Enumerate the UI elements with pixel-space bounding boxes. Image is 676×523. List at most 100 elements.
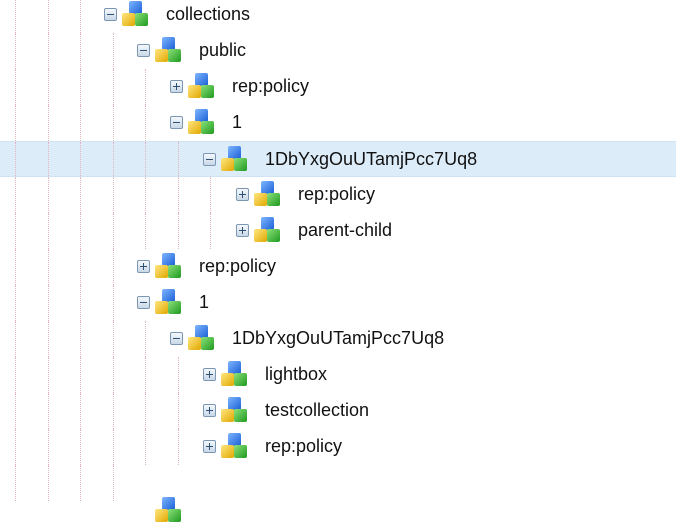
node-label[interactable]: parent-child [298, 220, 393, 240]
node-label[interactable]: 1DbYxgOuUTamjPcc7Uq8 [232, 328, 445, 348]
node-cubes-icon [121, 1, 149, 27]
node-label[interactable]: rep:policy [199, 256, 277, 276]
tree-node[interactable] [0, 465, 676, 522]
tree-guide-line [112, 105, 114, 141]
tree-guide-line [80, 177, 81, 213]
tree-guide-line [112, 357, 114, 393]
tree-guide-line [15, 429, 16, 465]
tree-guide-line [15, 465, 16, 501]
tree-guide-line [145, 321, 146, 357]
tree-guide-line [47, 357, 49, 393]
tree-guide-line [15, 0, 16, 33]
node-cubes-icon [220, 146, 248, 172]
tree-node[interactable]: 1DbYxgOuUTamjPcc7Uq8 [0, 321, 676, 357]
tree-guide-line [47, 142, 49, 178]
tree-guide-line [80, 142, 81, 178]
expand-toggle-icon[interactable] [170, 80, 183, 93]
collapse-toggle-icon[interactable] [203, 153, 216, 166]
tree-guide-line [47, 249, 49, 285]
tree-node[interactable]: 1 [0, 105, 676, 141]
tree-guide-line [112, 33, 114, 69]
expand-toggle-icon[interactable] [137, 260, 150, 273]
expand-toggle-icon[interactable] [203, 440, 216, 453]
tree-guide-line [177, 213, 179, 249]
tree-node[interactable]: collections [0, 0, 676, 33]
collapse-toggle-icon[interactable] [170, 116, 183, 129]
tree-guide-line [112, 69, 114, 105]
tree-guide-line [145, 177, 146, 213]
node-cubes-icon [154, 289, 182, 315]
tree-node[interactable]: 1 [0, 285, 676, 321]
tree-guide-line [15, 357, 16, 393]
collapse-toggle-icon[interactable] [104, 8, 117, 21]
tree-guide-line [145, 357, 146, 393]
tree-node[interactable]: rep:policy [0, 429, 676, 465]
tree-node[interactable]: rep:policy [0, 69, 676, 105]
node-label[interactable]: 1 [232, 112, 243, 132]
collapse-toggle-icon[interactable] [137, 296, 150, 309]
node-cubes-icon [220, 397, 248, 423]
tree-guide-line [112, 213, 114, 249]
tree-guide-line [47, 69, 49, 105]
tree-guide-line [15, 321, 16, 357]
node-cubes-icon [253, 181, 281, 207]
tree-node[interactable]: rep:policy [0, 177, 676, 213]
tree-guide-line [112, 393, 114, 429]
tree-guide-line [112, 285, 114, 321]
tree-guide-line [112, 429, 114, 465]
node-label[interactable]: lightbox [265, 364, 328, 384]
collapse-toggle-icon[interactable] [137, 44, 150, 57]
tree-guide-line [177, 357, 179, 393]
node-label[interactable]: 1 [199, 292, 210, 312]
node-cubes-icon [187, 109, 215, 135]
expand-toggle-icon[interactable] [203, 404, 216, 417]
tree-guide-line [47, 285, 49, 321]
tree-guide-line [145, 429, 146, 465]
tree-guide-line [80, 105, 81, 141]
expand-toggle-icon[interactable] [236, 224, 249, 237]
tree-guide-line [47, 393, 49, 429]
tree-node[interactable]: lightbox [0, 357, 676, 393]
tree-guide-line [47, 33, 49, 69]
expand-toggle-icon[interactable] [236, 188, 249, 201]
tree-guide-line [177, 142, 179, 178]
tree-guide-line [15, 285, 16, 321]
tree-guide-line [145, 69, 146, 105]
node-label[interactable]: testcollection [265, 400, 370, 420]
tree-guide-line [80, 429, 81, 465]
tree-guide-line [80, 213, 81, 249]
tree-guide-line [47, 213, 49, 249]
tree-guide-line [47, 429, 49, 465]
node-label[interactable]: rep:policy [232, 76, 310, 96]
tree-guide-line [80, 69, 81, 105]
node-label[interactable]: collections [166, 4, 251, 24]
expand-toggle-icon[interactable] [203, 368, 216, 381]
tree-guide-line [80, 33, 81, 69]
tree-guide-line [177, 429, 179, 465]
tree-guide-line [80, 465, 81, 501]
node-cubes-icon [154, 497, 182, 523]
tree-guide-line [112, 321, 114, 357]
tree-guide-line [112, 142, 114, 178]
node-label[interactable]: public [199, 40, 247, 60]
tree-guide-line [210, 213, 211, 249]
tree-node[interactable]: testcollection [0, 393, 676, 429]
tree-guide-line [210, 177, 211, 213]
tree-node[interactable]: 1DbYxgOuUTamjPcc7Uq8 [0, 141, 676, 178]
collapse-toggle-icon[interactable] [170, 332, 183, 345]
tree-node[interactable]: rep:policy [0, 249, 676, 285]
tree-guide-line [15, 142, 16, 178]
tree-guide-line [112, 249, 114, 285]
tree-node[interactable]: public [0, 33, 676, 69]
tree-guide-line [15, 177, 16, 213]
node-label[interactable]: 1DbYxgOuUTamjPcc7Uq8 [265, 149, 478, 169]
tree-guide-line [80, 321, 81, 357]
tree-guide-line [177, 177, 179, 213]
tree-node[interactable]: parent-child [0, 213, 676, 249]
node-label[interactable]: rep:policy [298, 184, 376, 204]
tree-guide-line [47, 321, 49, 357]
node-label[interactable]: rep:policy [265, 436, 343, 456]
node-cubes-icon [187, 73, 215, 99]
tree-guide-line [80, 0, 81, 33]
tree-guide-line [80, 285, 81, 321]
